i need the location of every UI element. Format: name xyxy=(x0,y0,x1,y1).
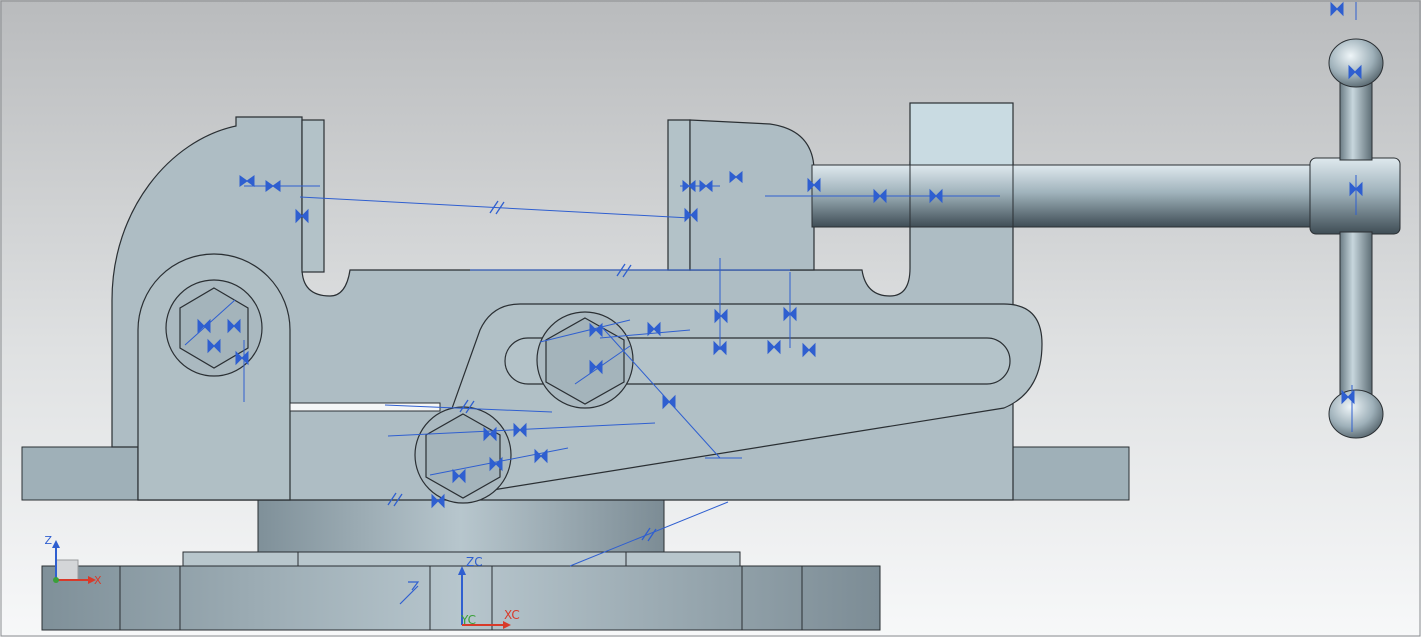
work-csys-triad-icon[interactable]: ZC YC XC xyxy=(458,555,520,629)
triad-x-label: X xyxy=(94,574,102,587)
coordinate-triad-icon: Z X xyxy=(44,534,102,587)
assembly-constraints[interactable] xyxy=(184,1,1363,605)
wcs-yc-label: YC xyxy=(460,613,476,627)
parallel-constraint-icon[interactable] xyxy=(387,200,657,542)
angle-constraint-icon[interactable] xyxy=(399,581,420,605)
swivel-cylinder[interactable] xyxy=(257,499,665,553)
mounting-flanges[interactable] xyxy=(21,446,1130,501)
symmetric-constraint-icon[interactable] xyxy=(197,1,1363,509)
t-handle[interactable] xyxy=(1309,38,1401,439)
wcs-zc-label: ZC xyxy=(466,555,483,569)
triad-z-label: Z xyxy=(44,534,52,547)
wcs-xc-label: XC xyxy=(504,608,520,622)
pivot-lug[interactable] xyxy=(137,253,291,501)
slide-gap xyxy=(289,402,441,412)
